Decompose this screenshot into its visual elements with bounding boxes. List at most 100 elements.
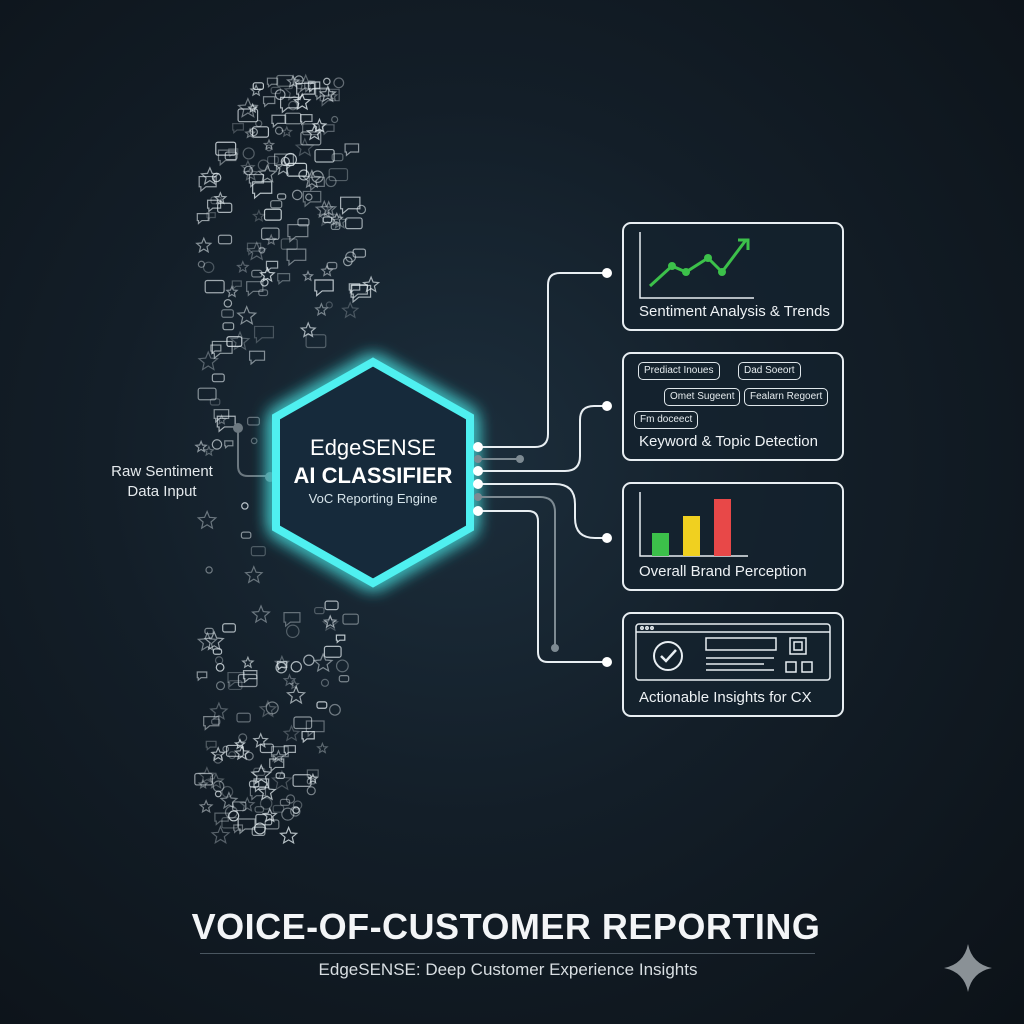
feedback-icon <box>305 124 323 141</box>
feedback-icon <box>271 114 287 129</box>
feedback-icon <box>333 77 345 89</box>
feedback-icon <box>297 218 310 227</box>
feedback-icon <box>307 772 319 784</box>
bar-chart <box>639 492 748 557</box>
divider <box>200 953 815 954</box>
feedback-icon <box>323 645 342 658</box>
feedback-icon <box>216 415 236 433</box>
feedback-icon <box>244 751 254 761</box>
feedback-icon <box>257 159 270 171</box>
feedback-icon <box>248 173 265 188</box>
feedback-icon <box>312 652 334 673</box>
feedback-icon <box>217 149 237 167</box>
panel-sentiment-trends: Sentiment Analysis & Trends <box>622 222 844 331</box>
feedback-icon <box>243 165 254 176</box>
feedback-icon <box>286 624 300 639</box>
feedback-icon <box>203 716 220 731</box>
feedback-icon <box>241 655 255 669</box>
feedback-icon <box>205 740 217 751</box>
feedback-icon <box>292 800 303 810</box>
feedback-icon <box>278 825 299 845</box>
feedback-icon <box>212 648 223 655</box>
feedback-icon <box>308 176 325 192</box>
feedback-icon <box>246 240 267 261</box>
feedback-icon <box>197 778 209 789</box>
feedback-icon <box>277 273 291 285</box>
feedback-icon <box>211 439 223 450</box>
topic-bubble: Omet Sugeent <box>664 388 741 406</box>
feedback-icon <box>316 701 328 709</box>
feedback-icon <box>210 344 222 355</box>
dashboard-icon <box>635 623 831 681</box>
feedback-icon <box>215 681 226 691</box>
feedback-icon <box>350 284 372 304</box>
feedback-icon <box>228 148 239 158</box>
feedback-icon <box>283 745 296 757</box>
feedback-icon <box>292 92 312 111</box>
feedback-icon <box>283 80 305 101</box>
feedback-icon <box>210 825 231 844</box>
feedback-icon <box>302 270 314 282</box>
feedback-icon <box>290 661 302 673</box>
feedback-icon <box>236 305 258 325</box>
feedback-icon <box>298 169 310 181</box>
feedback-icon <box>225 744 244 757</box>
feedback-icon <box>240 531 252 539</box>
feedback-icon <box>214 656 224 665</box>
feedback-icon <box>311 170 324 183</box>
feedback-icon <box>249 83 263 97</box>
feedback-icon <box>280 96 299 114</box>
feedback-icon <box>276 661 288 671</box>
feedback-icon <box>228 751 237 760</box>
feedback-icon <box>252 126 270 138</box>
feedback-icon <box>307 81 321 93</box>
feedback-icon <box>258 289 269 297</box>
feedback-icon <box>282 673 297 687</box>
topic-bubble: Dad Soeort <box>738 362 801 380</box>
feedback-icon <box>241 502 249 510</box>
feedback-icon <box>328 703 341 716</box>
feedback-icon <box>237 818 256 835</box>
feedback-icon <box>314 148 335 163</box>
feedback-icon <box>303 654 315 666</box>
feedback-icon <box>222 745 230 753</box>
feedback-icon <box>247 416 260 426</box>
feedback-icon <box>196 509 218 530</box>
feedback-icon <box>280 238 298 250</box>
classifier-subtitle: VoC Reporting Engine <box>308 491 438 506</box>
feedback-icon <box>231 280 242 290</box>
feedback-icon <box>248 350 266 366</box>
feedback-icon <box>197 387 217 401</box>
feedback-icon <box>234 738 246 750</box>
feedback-icon <box>305 334 327 349</box>
feedback-icon <box>215 413 228 425</box>
feedback-icon <box>246 242 262 256</box>
feedback-icon <box>215 141 237 156</box>
feedback-icon <box>287 224 309 243</box>
trend-chart <box>639 232 754 299</box>
feedback-icon <box>304 81 317 93</box>
feedback-icon <box>198 175 217 193</box>
feedback-icon <box>271 749 286 764</box>
feedback-icon <box>322 124 335 136</box>
feedback-icon <box>257 782 277 801</box>
feedback-icon <box>249 127 258 137</box>
feedback-icon <box>283 611 301 628</box>
feedback-icon <box>316 741 329 754</box>
feedback-icon <box>293 716 313 730</box>
feedback-icon <box>320 200 338 217</box>
feedback-icon <box>291 189 303 201</box>
feedback-icon <box>244 127 256 139</box>
feedback-icon <box>314 199 334 219</box>
feedback-icon <box>344 143 360 157</box>
feedback-icon <box>265 701 279 715</box>
feedback-icon <box>198 799 214 814</box>
panel-label: Actionable Insights for CX <box>639 689 812 706</box>
feedback-icon <box>342 613 359 625</box>
feedback-icon <box>356 204 367 215</box>
feedback-icon <box>221 817 239 829</box>
feedback-icon <box>239 796 256 812</box>
topic-bubble: Prediact Inoues <box>638 362 720 380</box>
feedback-icon <box>267 155 279 165</box>
